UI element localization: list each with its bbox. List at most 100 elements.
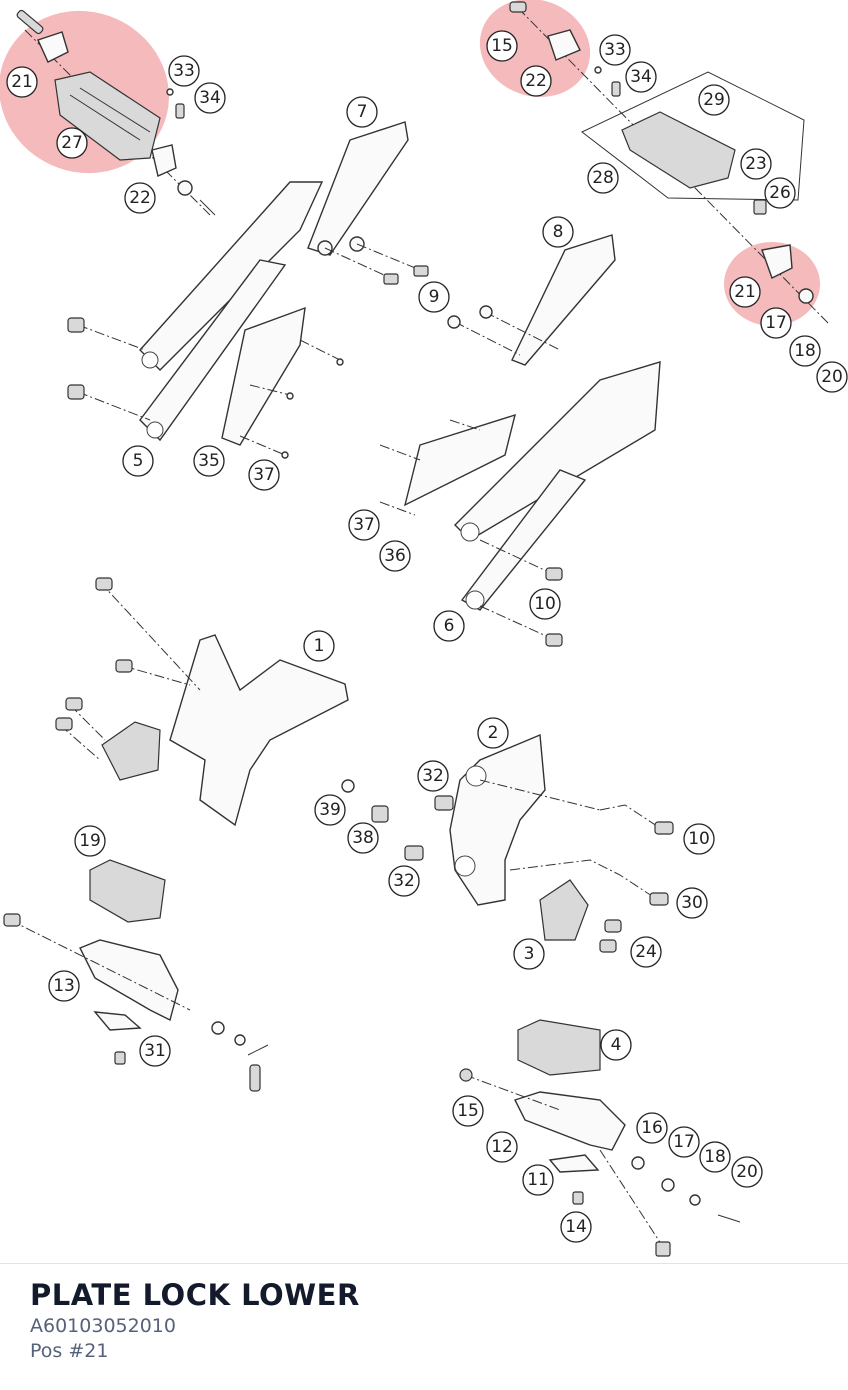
callout-label: 8 xyxy=(553,222,564,242)
callout-label: 26 xyxy=(769,183,791,203)
exploded-parts-diagram: 21 27 33 34 22 7 15 22 33 34 29 23 26 28… xyxy=(0,0,848,1257)
callout-label: 9 xyxy=(429,287,440,307)
callout-37-left[interactable]: 37 xyxy=(248,459,280,491)
callout-label: 18 xyxy=(704,1147,726,1167)
callout-label: 29 xyxy=(703,90,725,110)
callout-6[interactable]: 6 xyxy=(433,610,465,642)
callout-39[interactable]: 39 xyxy=(314,794,346,826)
callout-label: 22 xyxy=(129,188,151,208)
callout-28[interactable]: 28 xyxy=(587,162,619,194)
callout-label: 28 xyxy=(592,168,614,188)
callout-label: 34 xyxy=(199,88,221,108)
callout-label: 18 xyxy=(794,341,816,361)
callout-label: 2 xyxy=(488,723,499,743)
callout-label: 36 xyxy=(384,546,406,566)
callout-label: 7 xyxy=(357,102,368,122)
callout-10-lower[interactable]: 10 xyxy=(683,823,715,855)
callout-16[interactable]: 16 xyxy=(636,1112,668,1144)
callout-5[interactable]: 5 xyxy=(122,445,154,477)
callout-label: 24 xyxy=(635,942,657,962)
callout-36[interactable]: 36 xyxy=(379,540,411,572)
callout-label: 32 xyxy=(393,871,415,891)
callout-8[interactable]: 8 xyxy=(542,216,574,248)
callout-19[interactable]: 19 xyxy=(74,825,106,857)
callout-21-top-left[interactable]: 21 xyxy=(6,66,38,98)
divider xyxy=(0,1263,848,1264)
callout-12[interactable]: 12 xyxy=(486,1131,518,1163)
part-name: PLATE LOCK LOWER xyxy=(30,1278,360,1312)
callout-4[interactable]: 4 xyxy=(600,1029,632,1061)
callout-label: 38 xyxy=(352,828,374,848)
highlight-top-right xyxy=(479,0,591,98)
callout-label: 1 xyxy=(314,636,325,656)
part-number: A60103052010 xyxy=(30,1315,176,1337)
callout-29[interactable]: 29 xyxy=(698,84,730,116)
callout-label: 17 xyxy=(765,313,787,333)
callout-27[interactable]: 27 xyxy=(56,127,88,159)
callout-label: 13 xyxy=(53,976,75,996)
callout-35[interactable]: 35 xyxy=(193,445,225,477)
callout-32-upper[interactable]: 32 xyxy=(417,760,449,792)
callout-label: 11 xyxy=(527,1170,549,1190)
callout-22-top-right[interactable]: 22 xyxy=(520,65,552,97)
callout-label: 15 xyxy=(491,36,513,56)
callout-14[interactable]: 14 xyxy=(560,1211,592,1243)
callout-label: 39 xyxy=(319,800,341,820)
callout-37-middle[interactable]: 37 xyxy=(348,509,380,541)
callout-32-lower[interactable]: 32 xyxy=(388,865,420,897)
callout-17-right[interactable]: 17 xyxy=(760,307,792,339)
callout-label: 5 xyxy=(133,451,144,471)
callout-1[interactable]: 1 xyxy=(303,630,335,662)
callout-label: 32 xyxy=(422,766,444,786)
callout-3[interactable]: 3 xyxy=(513,938,545,970)
callout-label: 12 xyxy=(491,1137,513,1157)
callout-11[interactable]: 11 xyxy=(522,1164,554,1196)
callout-20-right[interactable]: 20 xyxy=(816,361,848,393)
callout-label: 3 xyxy=(524,944,535,964)
callout-label: 34 xyxy=(630,67,652,87)
callout-label: 33 xyxy=(604,40,626,60)
part-info: PLATE LOCK LOWER A60103052010 Pos #21 xyxy=(30,1278,360,1362)
callout-33-left[interactable]: 33 xyxy=(168,55,200,87)
callout-18-bottom[interactable]: 18 xyxy=(699,1141,731,1173)
callout-label: 21 xyxy=(734,282,756,302)
callout-26[interactable]: 26 xyxy=(764,177,796,209)
callout-24[interactable]: 24 xyxy=(630,936,662,968)
callout-34-left[interactable]: 34 xyxy=(194,82,226,114)
callout-34-right[interactable]: 34 xyxy=(625,61,657,93)
callout-label: 37 xyxy=(253,465,275,485)
callout-label: 15 xyxy=(457,1101,479,1121)
callout-18-right[interactable]: 18 xyxy=(789,335,821,367)
callout-9[interactable]: 9 xyxy=(418,281,450,313)
callout-38[interactable]: 38 xyxy=(347,822,379,854)
callout-label: 14 xyxy=(565,1217,587,1237)
callout-label: 10 xyxy=(534,594,556,614)
callout-label: 16 xyxy=(641,1118,663,1138)
callout-15-bottom[interactable]: 15 xyxy=(452,1095,484,1127)
callout-31[interactable]: 31 xyxy=(139,1035,171,1067)
callout-13[interactable]: 13 xyxy=(48,970,80,1002)
callout-label: 4 xyxy=(611,1035,622,1055)
callout-15-top-right[interactable]: 15 xyxy=(486,30,518,62)
callout-label: 33 xyxy=(173,61,195,81)
callout-label: 27 xyxy=(61,133,83,153)
callout-20-bottom[interactable]: 20 xyxy=(731,1156,763,1188)
callout-10-upper[interactable]: 10 xyxy=(529,588,561,620)
callout-label: 35 xyxy=(198,451,220,471)
callout-7[interactable]: 7 xyxy=(346,96,378,128)
callout-22-left[interactable]: 22 xyxy=(124,182,156,214)
callout-2[interactable]: 2 xyxy=(477,717,509,749)
callout-17-bottom[interactable]: 17 xyxy=(668,1126,700,1158)
callout-33-right[interactable]: 33 xyxy=(599,34,631,66)
callout-label: 20 xyxy=(821,367,843,387)
callout-30[interactable]: 30 xyxy=(676,887,708,919)
callout-label: 20 xyxy=(736,1162,758,1182)
callout-label: 10 xyxy=(688,829,710,849)
part-position: Pos #21 xyxy=(30,1340,109,1362)
callouts: 21 27 33 34 22 7 15 22 33 34 29 23 26 28… xyxy=(6,30,848,1243)
callout-label: 23 xyxy=(745,154,767,174)
callout-label: 19 xyxy=(79,831,101,851)
callout-label: 22 xyxy=(525,71,547,91)
callout-21-right[interactable]: 21 xyxy=(729,276,761,308)
callout-23[interactable]: 23 xyxy=(740,148,772,180)
